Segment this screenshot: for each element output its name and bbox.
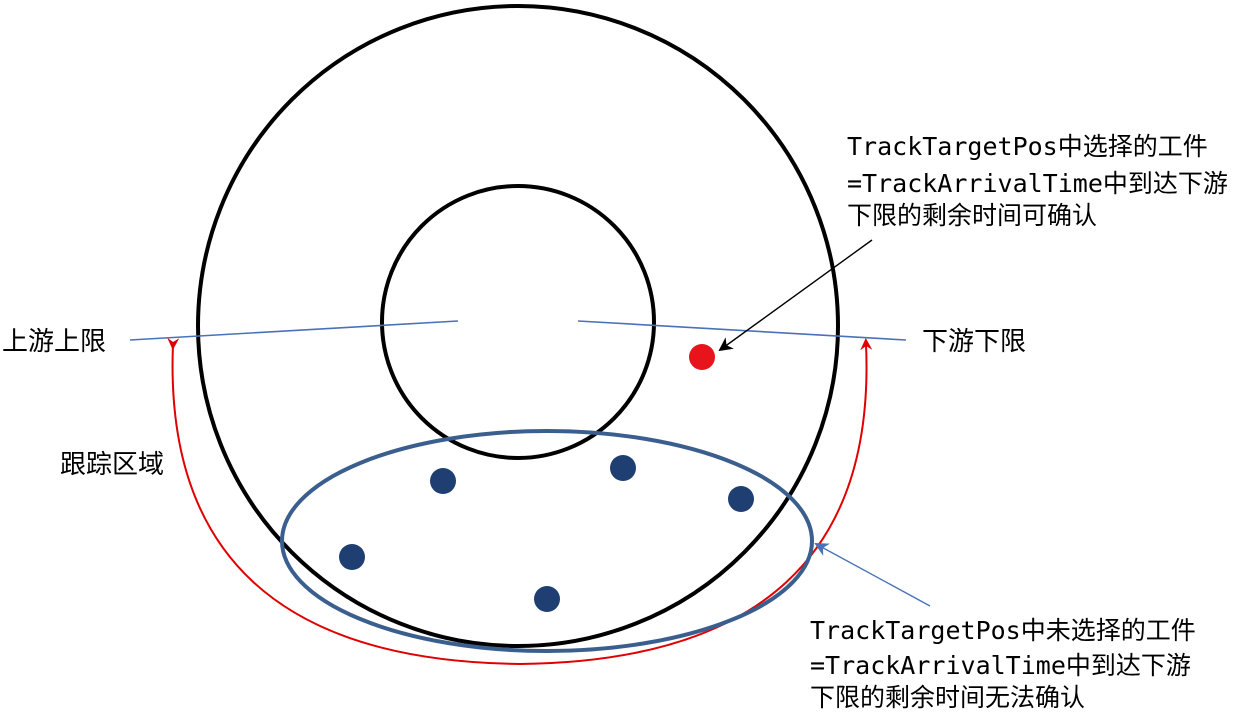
unselected-workpiece: [534, 586, 560, 612]
selected-note-pointer: [718, 239, 873, 352]
upstream-limit-line: [129, 320, 459, 341]
selected-note-line1: TrackTargetPos中选择的工件: [847, 132, 1208, 161]
unselected-note: TrackTargetPos中未选择的工件 =TrackArrivalTime中…: [810, 616, 1196, 712]
selected-note-line2: =TrackArrivalTime中到达下游: [847, 169, 1228, 198]
unselected-note-line1: TrackTargetPos中未选择的工件: [810, 616, 1196, 645]
selected-workpiece: [689, 344, 715, 370]
unselected-workpiece: [339, 544, 365, 570]
upstream-limit-label: 上游上限: [2, 327, 106, 357]
unselected-note-line2: =TrackArrivalTime中到达下游: [810, 651, 1191, 680]
downstream-limit-line: [577, 320, 907, 341]
unselected-workpiece: [728, 486, 754, 512]
unselected-workpiece: [430, 468, 456, 494]
unselected-workpiece: [610, 455, 636, 481]
unselected-workpieces-ellipse: [280, 429, 814, 653]
unselected-workpiece-group: [339, 455, 754, 612]
inner-turntable-circle: [380, 184, 656, 460]
outer-turntable-circle: [196, 4, 840, 648]
tracking-area-label: 跟踪区域: [60, 450, 164, 480]
unselected-note-pointer: [814, 543, 931, 607]
selected-note-line3: 下限的剩余时间可确认: [847, 201, 1097, 230]
unselected-note-line3: 下限的剩余时间无法确认: [810, 683, 1085, 712]
tracking-area-arc: [167, 337, 873, 666]
downstream-limit-label: 下游下限: [922, 327, 1026, 357]
selected-note: TrackTargetPos中选择的工件 =TrackArrivalTime中到…: [847, 132, 1228, 230]
